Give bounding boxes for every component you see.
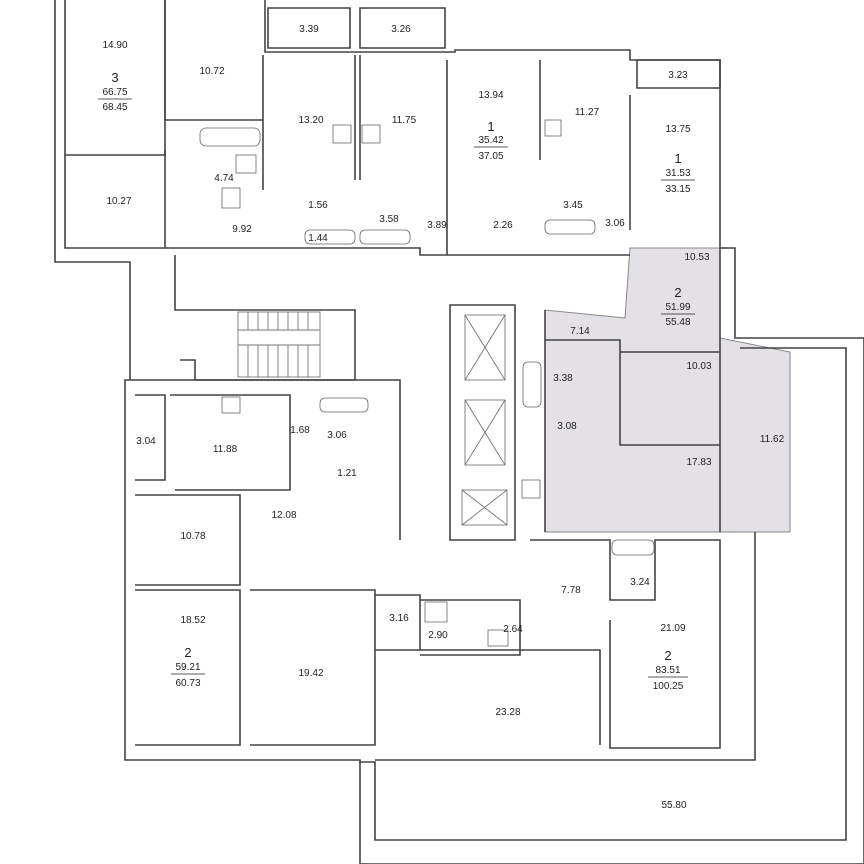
apartment-summary: 1 35.42 37.05 (474, 119, 508, 162)
apartment-living-area: 83.51 (655, 665, 680, 676)
room-area-label: 2.90 (428, 630, 448, 641)
room-area-label: 4.74 (214, 173, 234, 184)
room-area-label: 3.39 (299, 24, 319, 35)
room-area-label: 11.62 (760, 434, 785, 445)
apartment-room-count: 3 (111, 70, 118, 85)
room-area-label: 3.16 (389, 613, 409, 624)
apartment-summary: 2 83.51 100.25 (648, 648, 688, 692)
room-area-label: 3.06 (327, 430, 347, 441)
room-area-label: 3.04 (136, 436, 156, 447)
room-area-label: 3.58 (379, 214, 399, 225)
apartment-total-area: 60.73 (175, 678, 200, 689)
room-area-label: 3.45 (563, 200, 583, 211)
room-area-label: 19.42 (298, 668, 323, 679)
highlighted-apartment (544, 247, 791, 533)
room-area-label: 17.83 (686, 457, 711, 468)
apartment-living-area: 51.99 (665, 302, 690, 313)
room-area-label: 9.92 (232, 224, 252, 235)
room-area-label: 10.72 (199, 66, 224, 77)
room-area-label: 1.56 (308, 200, 328, 211)
apartment-living-area: 31.53 (665, 168, 690, 179)
apartment-living-area: 66.75 (102, 87, 127, 98)
apartment-room-count: 2 (184, 645, 191, 660)
room-area-label: 11.27 (575, 107, 600, 118)
apartment-summary: 2 51.99 55.48 (661, 285, 695, 328)
room-area-label: 13.20 (298, 115, 323, 126)
room-area-label: 23.28 (495, 707, 520, 718)
apartment-summary: 2 59.21 60.73 (171, 645, 205, 689)
apartment-room-count: 1 (487, 119, 494, 134)
room-area-label: 12.08 (271, 510, 296, 521)
apartment-room-count: 1 (674, 151, 681, 166)
staircase (237, 311, 321, 378)
room-area-label: 10.53 (684, 252, 709, 263)
room-area-label: 3.06 (605, 218, 625, 229)
room-area-label: 3.23 (668, 70, 688, 81)
room-area-label: 14.90 (102, 40, 127, 51)
room-area-label: 10.27 (106, 196, 131, 207)
bathroom-fixtures (199, 119, 655, 647)
apartment-room-count: 2 (664, 648, 671, 663)
room-area-label: 3.24 (630, 577, 650, 588)
apartment-living-area: 35.42 (478, 135, 503, 146)
room-area-label: 11.75 (392, 115, 417, 126)
room-area-label: 3.08 (557, 421, 577, 432)
room-area-label: 10.03 (686, 361, 711, 372)
apartment-room-count: 2 (674, 285, 681, 300)
apartment-total-area: 55.48 (665, 317, 690, 328)
outer-walls (54, 0, 864, 864)
room-area-label: 1.68 (290, 425, 310, 436)
room-area-label: 21.09 (660, 623, 685, 634)
apartment-living-area: 59.21 (175, 662, 200, 673)
room-area-label: 3.89 (427, 220, 447, 231)
room-area-label: 55.80 (661, 800, 686, 811)
room-area-label: 2.26 (493, 220, 513, 231)
room-area-label: 11.88 (213, 444, 238, 455)
apartment-total-area: 33.15 (665, 184, 690, 195)
room-area-label: 3.38 (553, 373, 573, 384)
apartment-summary: 1 31.53 33.15 (661, 151, 695, 195)
apartment-summary: 3 66.75 68.45 (98, 70, 132, 113)
room-area-label: 7.78 (561, 585, 581, 596)
room-area-label: 7.14 (570, 326, 590, 337)
room-area-label: 13.75 (665, 124, 690, 135)
interior-walls (64, 0, 721, 749)
apartment-labels: 3 66.75 68.45 1 35.42 37.05 1 31.53 33.1… (98, 70, 695, 692)
apartment-total-area: 37.05 (478, 151, 503, 162)
apartment-total-area: 100.25 (653, 681, 684, 692)
room-area-label: 1.44 (308, 233, 328, 244)
room-area-label: 10.78 (180, 531, 205, 542)
elevators (461, 314, 508, 526)
room-area-label: 13.94 (478, 90, 503, 101)
room-area-label: 18.52 (180, 615, 205, 626)
room-area-label: 2.64 (503, 624, 523, 635)
room-area-label: 3.26 (391, 24, 411, 35)
apartment-total-area: 68.45 (102, 102, 127, 113)
room-labels: 14.90 10.72 3.39 3.26 13.20 11.75 13.94 … (102, 24, 784, 811)
room-area-label: 1.21 (337, 468, 357, 479)
